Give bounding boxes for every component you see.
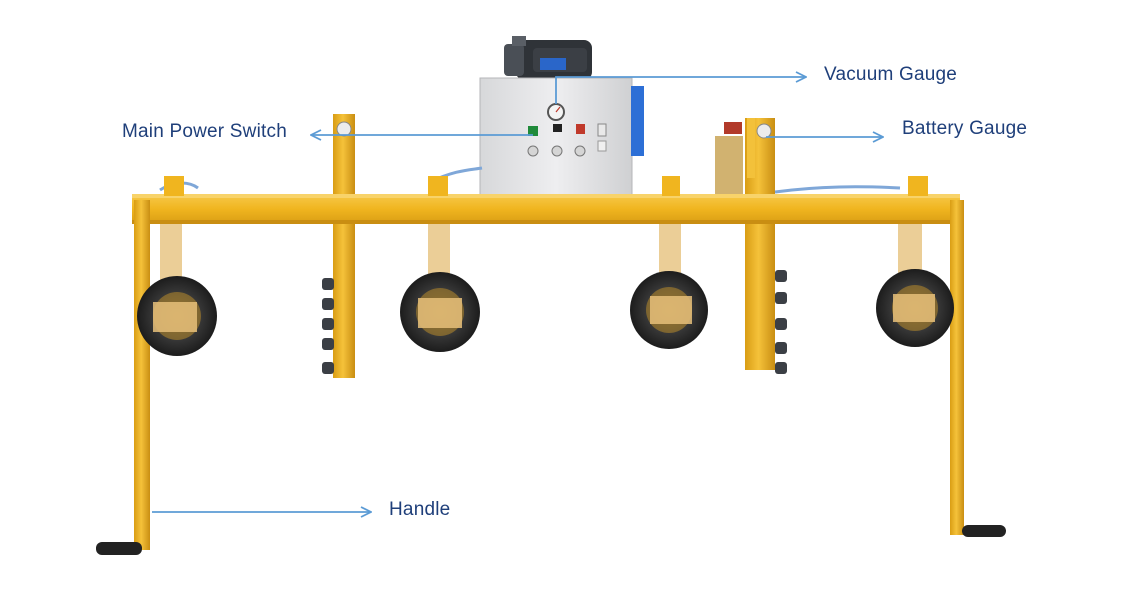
vacuum-pump-motor	[504, 36, 592, 80]
suction-pad-3	[630, 224, 708, 349]
main-power-switch-label: Main Power Switch	[122, 121, 287, 142]
handle-label: Handle	[389, 499, 451, 520]
left-vertical-post	[322, 114, 355, 378]
annotation-arrows	[152, 77, 882, 512]
right-vertical-post	[715, 118, 787, 374]
control-cabinet	[479, 77, 644, 196]
right-handle-leg	[950, 200, 1006, 537]
suction-pad-4	[876, 224, 954, 347]
beam-mount-tabs	[164, 176, 928, 196]
suction-pad-2	[400, 224, 480, 352]
left-handle-leg	[96, 200, 150, 555]
vacuum-gauge-label: Vacuum Gauge	[824, 64, 958, 85]
suction-pad-1	[137, 224, 217, 356]
battery-gauge-label: Battery Gauge	[902, 118, 1028, 139]
vacuum-gauge-arrow	[555, 77, 805, 104]
main-horizontal-beam	[132, 194, 960, 224]
main-power-switch-button	[528, 126, 538, 136]
